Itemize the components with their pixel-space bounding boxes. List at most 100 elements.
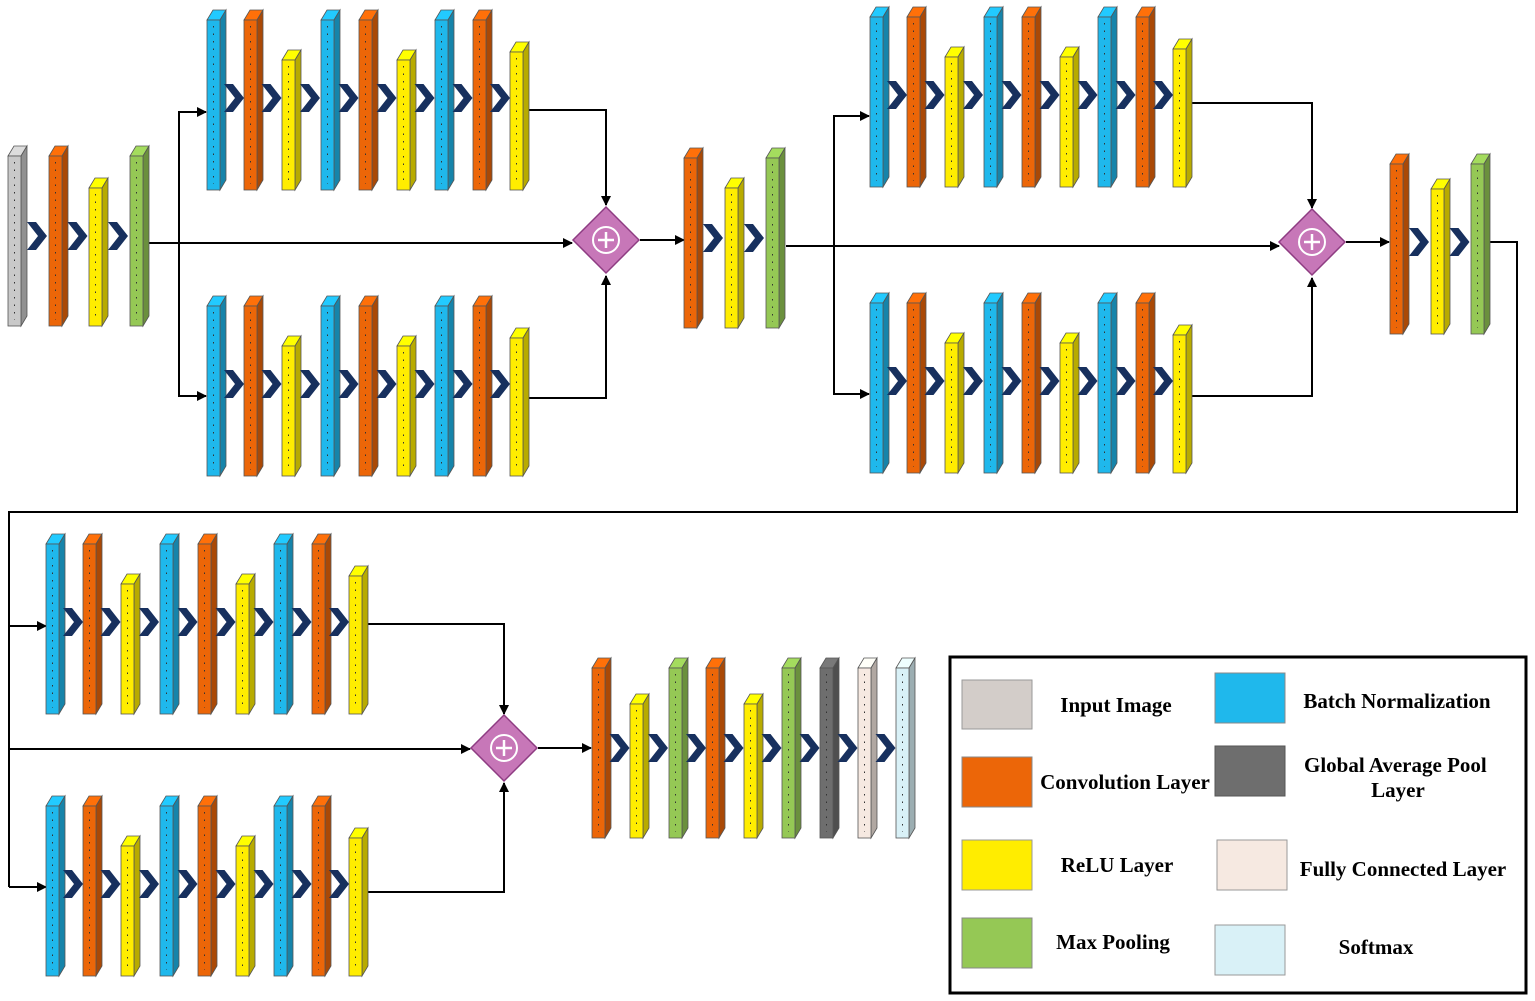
stage-2-branch-bottom-layer-bn bbox=[1097, 291, 1118, 475]
stage-1-branch-bottom-layer-bn bbox=[206, 294, 227, 478]
stage-2-branch-top-layer-conv bbox=[1135, 5, 1156, 189]
stage-2-branch-top-chevron-icon bbox=[1001, 81, 1022, 109]
stage-1-branch-bottom-chevron-icon bbox=[261, 370, 282, 398]
legend-label-fc: Fully Connected Layer bbox=[1300, 857, 1506, 881]
transition-1-chevron-icon bbox=[703, 224, 723, 252]
stage-1-branch-bottom-chevron-icon bbox=[490, 370, 510, 398]
stage-1-branch-top-chevron-icon bbox=[376, 84, 397, 112]
stage-1-branch-bottom-layer-conv bbox=[243, 294, 264, 478]
stage-1-branch-bottom-layer-conv bbox=[358, 294, 379, 478]
stage-1-branch-top-layer-bn bbox=[320, 8, 341, 192]
stage-2-branch-top-layer-conv bbox=[906, 5, 927, 189]
stage-1-branch-top-layer-conv bbox=[358, 8, 379, 192]
stage-1-branch-top-layer-bn bbox=[206, 8, 227, 192]
stage-1-branch-top-chevron-icon bbox=[452, 84, 473, 112]
transition-1-layer-conv bbox=[683, 146, 704, 330]
stage-2-branch-bottom-layer-relu bbox=[1059, 331, 1080, 475]
stage-3-branch-bottom-chevron-icon bbox=[215, 870, 236, 898]
stage-1-branch-bottom-chevron-icon bbox=[414, 370, 435, 398]
stage-1-add-node bbox=[571, 205, 641, 275]
connector-stem-to-branch-top bbox=[178, 107, 207, 243]
stage-3-branch-top-layer-bn bbox=[273, 532, 294, 716]
stem-layer-relu bbox=[88, 176, 109, 328]
stage-3-branch-top-layer-bn bbox=[45, 532, 66, 716]
legend-swatch-pool bbox=[961, 917, 1033, 969]
stage-2-branch-top-layer-relu bbox=[1172, 37, 1193, 189]
stage-1-branch-top-layer-conv bbox=[472, 8, 493, 192]
stage-2-branch-bottom-layer-relu bbox=[944, 331, 965, 475]
stage-2-branch-bottom-chevron-icon bbox=[1039, 367, 1060, 395]
addition-nodes bbox=[469, 205, 1347, 783]
stage-1-branch-bottom-chevron-icon bbox=[224, 370, 244, 398]
stage-3-branch-bottom-layer-bn bbox=[45, 794, 66, 978]
legend-label-input: Input Image bbox=[1060, 693, 1171, 717]
stage-2-branch-top-layer-conv bbox=[1021, 5, 1042, 189]
stage-2-branch-bottom-layer-bn bbox=[869, 291, 890, 475]
stage-1-branch-bottom-chevron-icon bbox=[376, 370, 397, 398]
stage-3-branch-top-layer-relu bbox=[348, 564, 369, 716]
connector-wraparound bbox=[8, 241, 1518, 887]
stage-1-branch-bottom-layer-bn bbox=[320, 294, 341, 478]
legend-label-relu: ReLU Layer bbox=[1061, 853, 1174, 877]
stage-2-branch-bottom-chevron-icon bbox=[963, 367, 983, 395]
stage-1-branch-bottom-layer-relu bbox=[281, 334, 302, 478]
stage-2-branch-top-chevron-icon bbox=[1039, 81, 1060, 109]
connector-branch-bottom-to-add-3 bbox=[368, 782, 509, 893]
stage-1-branch-bottom-chevron-icon bbox=[452, 370, 473, 398]
stage-2-branch-bottom-chevron-icon bbox=[887, 367, 907, 395]
stage-2-branch-bottom-layer-conv bbox=[906, 291, 927, 475]
stem-layer-conv bbox=[48, 144, 69, 328]
head-chevron-icon bbox=[837, 734, 858, 762]
stage-2-branch-bottom-layer-conv bbox=[1021, 291, 1042, 475]
stage-2-branch-bottom-chevron-icon bbox=[1077, 367, 1098, 395]
connector-branch-bottom-to-add-1 bbox=[526, 275, 611, 399]
stage-1-branch-bottom-layer-bn bbox=[434, 294, 455, 478]
stage-3-branch-bottom-layer-conv bbox=[311, 794, 332, 978]
stage-2-branch-top-layer-bn bbox=[869, 5, 890, 189]
stage-3-branch-bottom-layer-relu bbox=[120, 834, 141, 978]
stage-3-branch-top-layer-conv bbox=[311, 532, 332, 716]
connector-lines bbox=[8, 102, 1518, 893]
stage-3-add-node bbox=[469, 713, 539, 783]
connector-branch-top-to-add-2 bbox=[1192, 102, 1317, 209]
stage-2-branch-bottom-layer-conv bbox=[1135, 291, 1156, 475]
stage-1-branch-top-chevron-icon bbox=[490, 84, 510, 112]
stage-1-branch-bottom-chevron-icon bbox=[338, 370, 359, 398]
legend-swatch-relu bbox=[961, 839, 1033, 891]
stem-layer-pool bbox=[129, 144, 150, 328]
legend-swatch-softmax bbox=[1214, 924, 1286, 976]
stage-2-branch-bottom-chevron-icon bbox=[1153, 367, 1173, 395]
legend-label-bn: Batch Normalization bbox=[1303, 689, 1491, 713]
stage-2-branch-top-layer-relu bbox=[944, 45, 965, 189]
stem-chevron-icon bbox=[27, 222, 47, 250]
stage-2-branch-top-chevron-icon bbox=[887, 81, 907, 109]
stage-3-branch-top-layer-relu bbox=[120, 572, 141, 716]
transition-1-layer-relu bbox=[724, 176, 745, 330]
head-chevron-icon bbox=[648, 734, 668, 762]
stage-3-branch-bottom-chevron-icon bbox=[329, 870, 349, 898]
stage-3-branch-top-layer-relu bbox=[235, 572, 256, 716]
head-chevron-icon bbox=[723, 734, 744, 762]
stage-2-branch-top-chevron-icon bbox=[1115, 81, 1136, 109]
stage-1-branch-bottom-layer-conv bbox=[472, 294, 493, 478]
head-layer-conv bbox=[591, 656, 612, 840]
layer-blocks bbox=[7, 5, 1491, 978]
connector-branch-top-to-add-3 bbox=[368, 623, 509, 715]
head-chevron-icon bbox=[761, 734, 782, 762]
head-layer-relu bbox=[743, 692, 764, 840]
stage-2-add-node bbox=[1277, 207, 1347, 277]
legend: Input Image Batch Normalization Convolut… bbox=[948, 655, 1528, 995]
stage-3-branch-top-layer-conv bbox=[197, 532, 218, 716]
stage-1-branch-top-chevron-icon bbox=[224, 84, 244, 112]
stage-1-branch-top-chevron-icon bbox=[261, 84, 282, 112]
head-chevron-icon bbox=[799, 734, 820, 762]
stage-1-branch-top-layer-relu bbox=[396, 48, 417, 192]
stage-3-branch-top-chevron-icon bbox=[291, 608, 312, 636]
stage-1-branch-bottom-layer-relu bbox=[396, 334, 417, 478]
stage-3-branch-bottom-layer-relu bbox=[348, 826, 369, 978]
legend-swatch-conv bbox=[961, 756, 1033, 808]
stage-3-branch-top-chevron-icon bbox=[215, 608, 236, 636]
head-chevron-icon bbox=[686, 734, 706, 762]
connector-transition-1-to-branch-top bbox=[833, 111, 870, 246]
stem-layer-input bbox=[7, 144, 28, 328]
